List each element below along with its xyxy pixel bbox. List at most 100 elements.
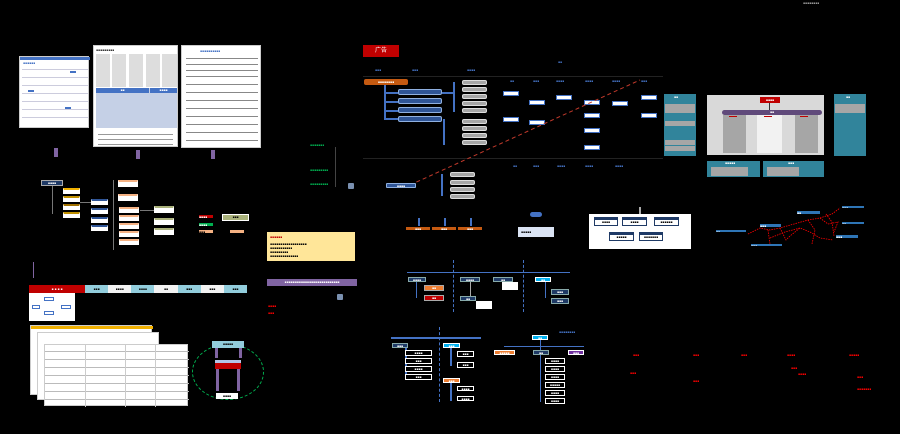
network-label: ▪▪▪ (842, 206, 864, 208)
b1-child: ▪▪▪▪ (405, 350, 432, 356)
org-node (154, 228, 174, 235)
org-node (119, 215, 139, 221)
yellow-note: ▪▪▪▪▪▪ ▪▪▪▪▪▪▪▪▪▪▪▪▪▪▪▪▪▪ ▪▪▪▪▪▪▪▪▪▪▪ ▪▪… (267, 232, 355, 261)
tree1-child: ▪▪ (424, 285, 444, 291)
tab[interactable]: ▪▪ (154, 285, 178, 293)
note-line: ▪▪▪▪▪▪▪▪▪▪▪▪▪▪ (270, 254, 299, 258)
org-node (63, 212, 80, 218)
tab[interactable]: ▪▪▪ (223, 285, 247, 293)
arrow-label: ▪▪▪ (458, 227, 482, 230)
b2-b: ▪▪▪ (443, 378, 460, 383)
flow-leaf (462, 101, 487, 106)
b3-child: ▪▪▪▪ (545, 398, 565, 404)
timeline-foot: ▪▪▪▪ (615, 164, 624, 168)
b1-child: ▪▪▪▪ (405, 366, 432, 372)
legend-orange: ▪▪▪ (199, 230, 213, 233)
cursor-icon (348, 183, 354, 189)
tree3-root: ▪▪ (535, 277, 551, 282)
grid-box: ▪▪▪▪▪▪▪ (639, 232, 663, 241)
org-node (119, 231, 139, 237)
legend-red: ▪▪▪▪ (199, 215, 213, 218)
red-label: ▪▪▪▪▪▪▪ (857, 387, 872, 391)
timeline-foot: ▪▪▪▪ (557, 164, 566, 168)
timeline-head: ▪▪▪ (533, 79, 540, 83)
red-label: ▪▪▪ (633, 353, 640, 357)
red-label: ▪▪▪▪ (268, 304, 277, 308)
form-screenshot: ▪▪▪▪▪▪ (19, 56, 90, 128)
org-node (63, 204, 80, 210)
top-label: ▪▪ (558, 60, 563, 64)
b3-mid: ▪▪ (533, 350, 549, 355)
purple-banner: ▪▪▪▪▪▪▪▪▪▪▪▪▪▪▪▪▪▪▪▪▪▪▪▪▪▪▪ (267, 279, 357, 286)
network-label: ▪▪▪ (751, 244, 782, 246)
b3-caption: ▪▪▪▪▪▪▪▪ (559, 330, 576, 334)
left-side-panel: ▪▪ (664, 94, 696, 156)
b2-b-child: ▪▪▪▪ (457, 396, 474, 401)
policy-title: ▪▪▪▪▪▪▪▪▪ (96, 48, 115, 52)
orange-root: ▪▪▪▪▪▪▪▪ (364, 79, 408, 85)
right-side-panel: ▪▪ (834, 94, 866, 156)
timeline-head: ▪▪▪▪ (556, 79, 565, 83)
org-node (119, 207, 139, 213)
red-label: ▪▪▪ (693, 353, 700, 357)
timeline-card (503, 117, 519, 122)
red-label: ▪▪▪ (630, 371, 637, 375)
callout (476, 301, 492, 309)
timeline-head: ▪▪ (510, 79, 515, 83)
timeline-card (584, 100, 600, 105)
tree1-child: ▪▪ (424, 295, 444, 301)
table-head-2: ▪▪▪▪ (150, 88, 177, 93)
timeline-foot: ▪▪ (513, 164, 518, 168)
blue-node: ▪▪▪▪ (386, 183, 416, 188)
timeline-head: ▪▪▪▪ (612, 79, 621, 83)
tab-active[interactable]: ▪ ▪ ▪ ▪ (29, 285, 85, 293)
legend-olive: ▪▪▪ (222, 214, 249, 221)
circle-bottom-label: ▪▪▪▪ (216, 393, 238, 399)
green-label: ▪▪▪▪▪▪▪▪▪ (310, 168, 329, 172)
column-head: ▪▪▪▪ (467, 68, 476, 72)
tab[interactable]: ▪▪▪▪ (131, 285, 155, 293)
red-label: ▪▪▪ (857, 375, 864, 379)
red-badge: 广告 (363, 45, 399, 57)
cursor-icon (337, 294, 343, 300)
timeline-foot: ▪▪▪▪ (585, 164, 594, 168)
down-arrow-icon (136, 150, 140, 159)
b3-left: ▪▪▪▪▪ (494, 350, 515, 355)
arrow-label: ▪▪▪ (432, 227, 456, 230)
green-label: ▪▪▪▪▪▪▪▪▪ (310, 182, 329, 186)
text-document: ▪▪▪▪▪▪▪▪▪▪ (181, 45, 261, 148)
bottom-box: ▪▪▪ (763, 161, 824, 177)
tree2-root: ▪▪▪▪ (460, 277, 480, 282)
b2-b-child: ▪▪▪▪ (457, 386, 474, 391)
grid-box: ▪▪▪▪▪▪ (654, 217, 679, 226)
up-arrow-icon (470, 218, 472, 226)
timeline-card (584, 128, 600, 133)
org-node (91, 199, 108, 205)
timeline-foot: ▪▪▪ (533, 164, 540, 168)
tree2-mid: ▪▪ (460, 296, 476, 301)
org-node (154, 206, 174, 213)
spreadsheet (44, 344, 189, 407)
timeline-card (556, 95, 572, 100)
timeline-card (584, 113, 600, 118)
org-node (91, 225, 108, 231)
flow-node (398, 107, 442, 113)
tree3-child: ▪▪▪ (551, 298, 569, 304)
flow-leaf (462, 133, 487, 138)
right-panel-title: ▪▪ (846, 95, 851, 99)
down-arrow-icon (54, 148, 58, 157)
network-label: ▪▪ (716, 230, 746, 232)
org-node (91, 217, 108, 223)
tree1-root: ▪▪▪▪ (408, 277, 426, 282)
timeline-card (503, 91, 519, 96)
red-label: ▪▪▪ (268, 311, 275, 315)
tab[interactable]: ▪▪▪ (177, 285, 201, 293)
note-line: ▪▪▪▪▪▪▪▪▪ (270, 250, 289, 254)
tab[interactable]: ▪▪▪ (200, 285, 224, 293)
org-node (63, 196, 80, 202)
tab[interactable]: ▪▪▪ (85, 285, 109, 293)
flow-leaf (450, 180, 475, 185)
tab[interactable]: ▪▪▪▪ (108, 285, 132, 293)
platform-diagram: ▪▪▪▪ ▪▪ (707, 95, 824, 155)
b3-child: ▪▪▪▪▪ (545, 382, 565, 388)
